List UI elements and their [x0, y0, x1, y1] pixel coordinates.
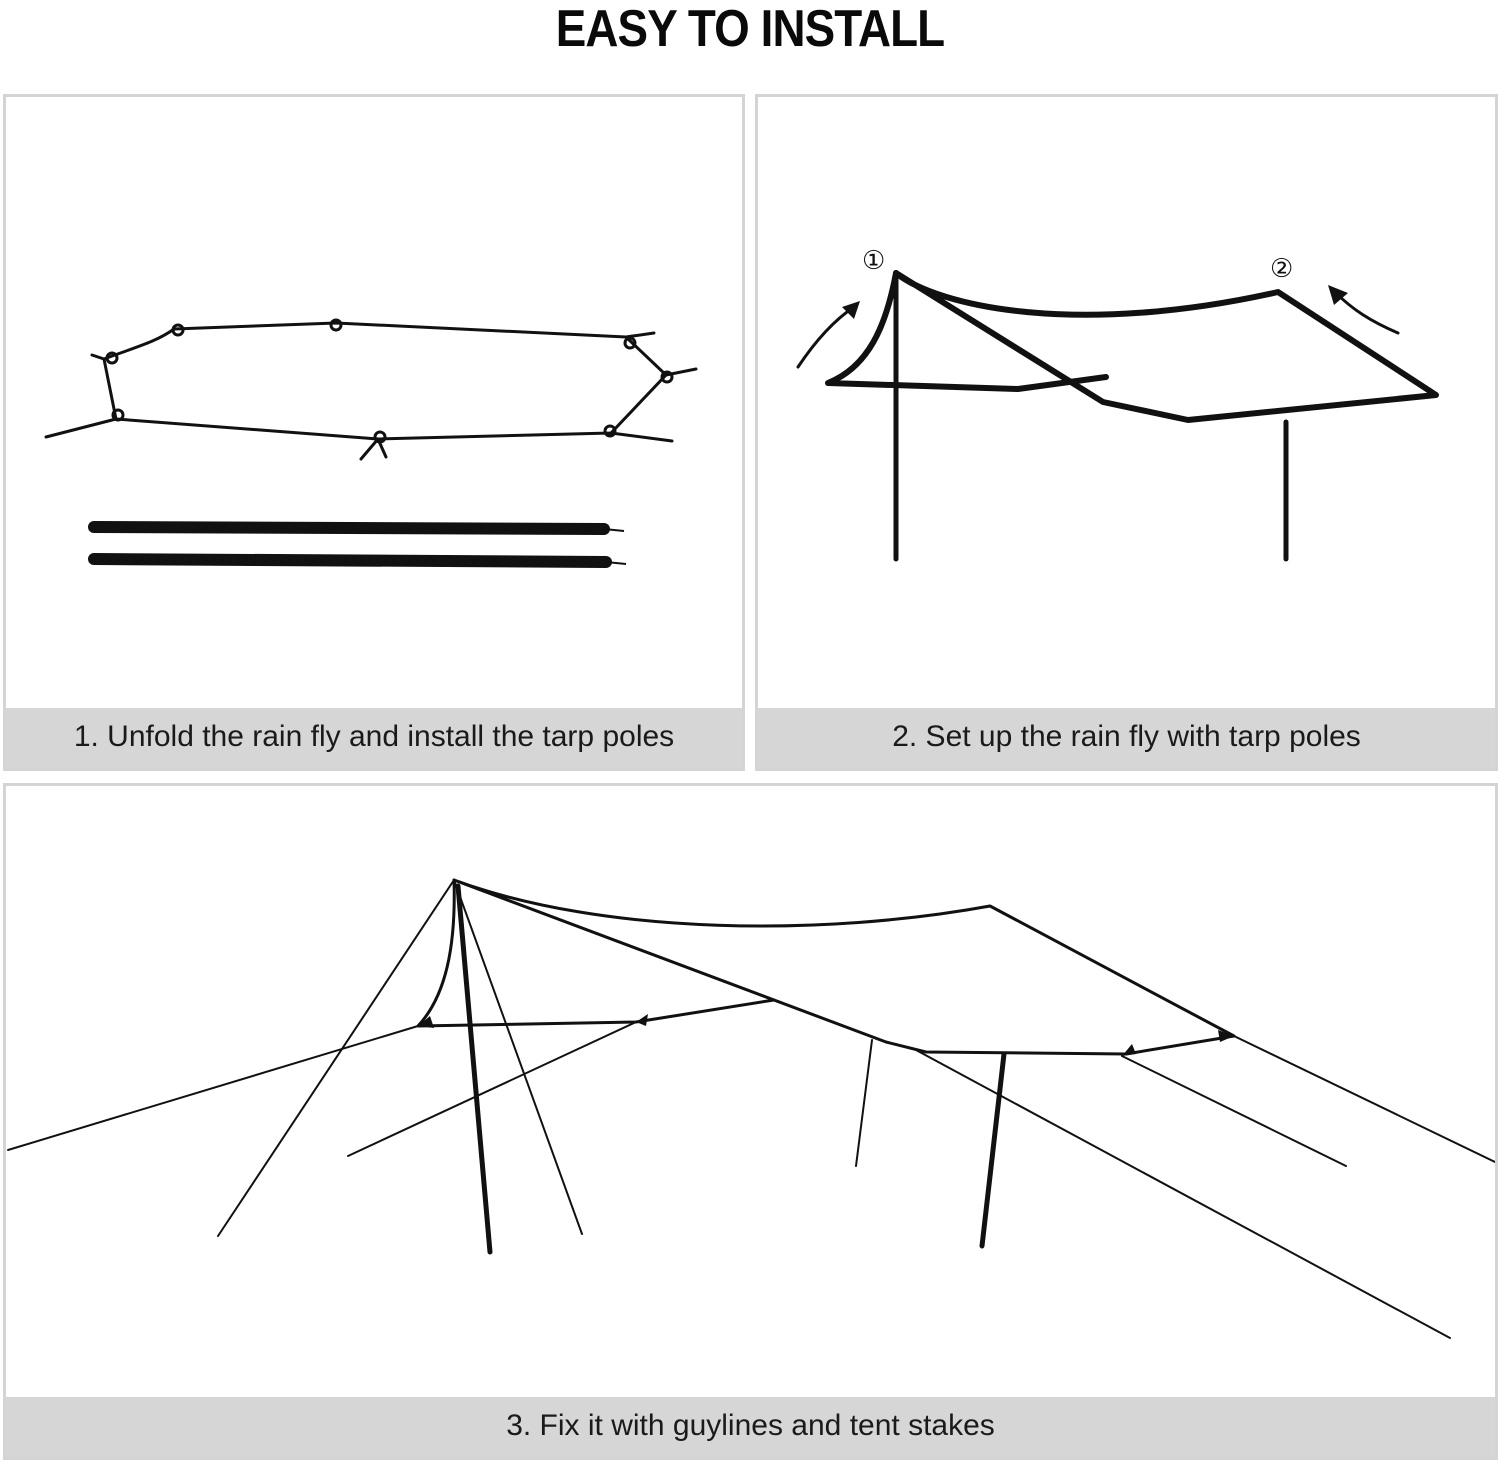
step-1-caption: 1. Unfold the rain fly and install the t…	[6, 708, 742, 768]
staked-tarp-illustration	[7, 878, 1495, 1339]
tarp-pole-2	[88, 553, 612, 568]
unfolded-tarp-illustration	[44, 318, 698, 568]
tarp-shape	[452, 878, 1236, 1056]
page-title: EASY TO INSTALL	[555, 0, 945, 58]
lift-arrow-2-icon	[1334, 291, 1400, 335]
step-3-caption: 3. Fix it with guylines and tent stakes	[6, 1397, 1495, 1457]
tarp-pole-2	[979, 1051, 1007, 1249]
tarp-pole-1	[455, 883, 493, 1255]
tarp-shape	[893, 270, 1439, 423]
step-2-panel: ① ② 2. Set up the rain fly with tarp pol…	[755, 94, 1498, 771]
setup-tarp-illustration: ① ②	[796, 246, 1439, 562]
guylines	[7, 879, 1495, 1339]
marker-1: ①	[862, 246, 885, 276]
marker-2: ②	[1270, 254, 1293, 284]
lift-arrow-1-icon	[796, 305, 856, 369]
step-1-panel: 1. Unfold the rain fly and install the t…	[3, 94, 745, 771]
step-2-caption: 2. Set up the rain fly with tarp poles	[758, 708, 1495, 768]
step-3-panel: 3. Fix it with guylines and tent stakes	[3, 783, 1498, 1460]
tarp-pole-1	[88, 521, 610, 535]
tarp-outline	[102, 321, 668, 441]
